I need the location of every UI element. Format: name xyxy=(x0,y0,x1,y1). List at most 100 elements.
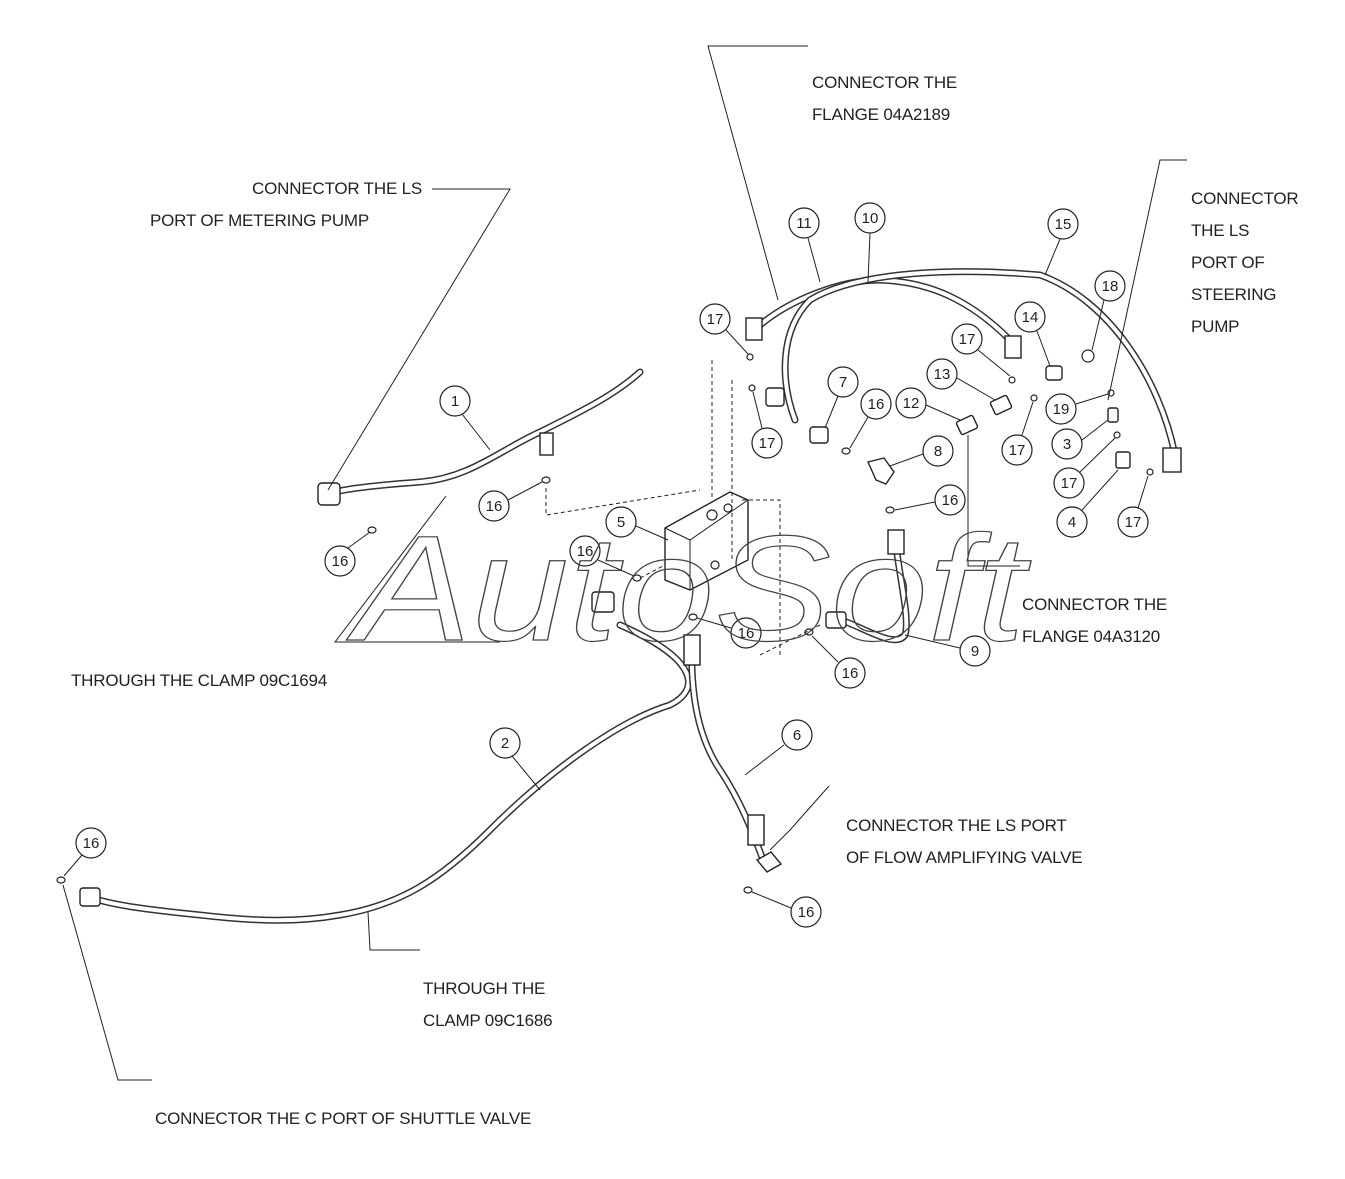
svg-text:17: 17 xyxy=(1125,514,1142,531)
svg-text:15: 15 xyxy=(1055,216,1072,233)
balloon-9: 9 xyxy=(904,634,991,667)
svg-text:16: 16 xyxy=(577,543,594,560)
hose-15-end-fitting xyxy=(1162,447,1182,473)
balloon-17e: 17 xyxy=(1053,437,1116,499)
note-line: FLANGE 04A3120 xyxy=(1022,627,1161,646)
balloon-4: 4 xyxy=(1056,469,1119,538)
note-line: CONNECTOR THE xyxy=(812,73,958,92)
balloon-16a: 16 xyxy=(324,531,371,577)
ring-19 xyxy=(1107,389,1115,397)
note-ls-steering-pump: CONNECTOR THE LS PORT OF STEERING PUMP xyxy=(1191,183,1299,343)
svg-text:12: 12 xyxy=(903,395,920,412)
balloon-10: 10 xyxy=(854,202,886,283)
balloon-1: 1 xyxy=(439,385,491,451)
note-line: FLANGE 04A2189 xyxy=(812,105,951,124)
svg-text:17: 17 xyxy=(759,435,776,452)
svg-text:5: 5 xyxy=(617,514,625,531)
watermark: AutoSoft xyxy=(346,504,1032,672)
balloon-16e: 16 xyxy=(811,635,866,689)
note-line: STEERING xyxy=(1191,285,1277,304)
balloon-16i: 16 xyxy=(751,891,822,928)
leader-lines xyxy=(62,45,1187,1081)
note-ls-flow-amplifying: CONNECTOR THE LS PORT OF FLOW AMPLIFYING… xyxy=(846,810,1083,874)
note-clamp-09c1694: THROUGH THE CLAMP 09C1694 xyxy=(71,665,327,697)
svg-text:16: 16 xyxy=(83,835,100,852)
hose-6-bottom-fitting xyxy=(747,814,765,846)
note-line: OF FLOW AMPLIFYING VALVE xyxy=(846,848,1083,867)
note-line: THROUGH THE xyxy=(423,979,546,998)
fitting-4 xyxy=(1115,451,1131,469)
hose-6 xyxy=(683,634,783,873)
hose-2 xyxy=(79,591,692,924)
svg-text:4: 4 xyxy=(1068,514,1076,531)
balloon-19: 19 xyxy=(1045,393,1109,425)
note-line: PUMP xyxy=(1191,317,1240,336)
svg-text:16: 16 xyxy=(842,665,859,682)
svg-text:19: 19 xyxy=(1053,401,1070,418)
balloons: 1 2 3 4 5 6 7 8 9 10 11 12 13 14 15 16 1… xyxy=(63,202,1149,928)
note-c-port-shuttle: CONNECTOR THE C PORT OF SHUTTLE VALVE xyxy=(155,1103,531,1135)
hose-1-fitting xyxy=(317,482,341,506)
balloon-16g: 16 xyxy=(894,484,966,516)
svg-text:17: 17 xyxy=(1009,442,1026,459)
hose-9-elbow xyxy=(825,611,847,629)
note-line: THROUGH THE CLAMP 09C1694 xyxy=(71,671,328,690)
balloon-13: 13 xyxy=(926,358,996,401)
hose-6-elbow xyxy=(755,851,783,873)
assembly-paths xyxy=(545,360,821,656)
hose-6-top-fitting xyxy=(683,634,701,666)
note-line: PORT OF xyxy=(1191,253,1265,272)
svg-text:16: 16 xyxy=(942,492,959,509)
note-line: PORT OF METERING PUMP xyxy=(150,211,370,230)
svg-text:17: 17 xyxy=(959,331,976,348)
hose-2-end-fitting xyxy=(79,887,101,907)
balloon-16d: 16 xyxy=(696,617,762,649)
fitting-7 xyxy=(809,426,829,444)
note-clamp-09c1686: THROUGH THE CLAMP 09C1686 xyxy=(423,973,553,1037)
balloon-16c: 16 xyxy=(569,535,635,577)
fitting-12 xyxy=(955,414,979,436)
balloon-3: 3 xyxy=(1051,419,1109,460)
svg-text:17: 17 xyxy=(1061,475,1078,492)
svg-text:16: 16 xyxy=(332,553,349,570)
svg-text:13: 13 xyxy=(934,366,951,383)
svg-text:3: 3 xyxy=(1063,436,1071,453)
note-flange-04a2189: CONNECTOR THE FLANGE 04A2189 xyxy=(812,67,957,131)
svg-text:17: 17 xyxy=(707,311,724,328)
note-line: CLAMP 09C1686 xyxy=(423,1011,553,1030)
note-line: CONNECTOR xyxy=(1191,189,1299,208)
fitting-3 xyxy=(1107,407,1119,423)
balloon-14: 14 xyxy=(1014,301,1051,367)
hose-9-top-fitting xyxy=(887,529,905,555)
fitting-13 xyxy=(989,394,1013,416)
balloon-12: 12 xyxy=(895,387,961,421)
svg-text:8: 8 xyxy=(934,443,942,460)
small-fittings xyxy=(809,349,1131,485)
balloon-7: 7 xyxy=(824,366,859,429)
ring-18 xyxy=(1081,349,1095,363)
svg-text:18: 18 xyxy=(1102,278,1119,295)
svg-text:16: 16 xyxy=(486,498,503,515)
balloon-17b: 17 xyxy=(751,391,783,459)
balloon-6: 6 xyxy=(744,719,813,776)
balloon-11: 11 xyxy=(788,207,821,283)
balloon-15: 15 xyxy=(1044,208,1079,276)
hose-1 xyxy=(317,368,644,506)
svg-text:1: 1 xyxy=(451,393,459,410)
svg-text:10: 10 xyxy=(862,210,879,227)
svg-text:16: 16 xyxy=(738,625,755,642)
note-line: CONNECTOR THE xyxy=(1022,595,1168,614)
balloon-2: 2 xyxy=(489,727,541,791)
svg-text:6: 6 xyxy=(793,727,801,744)
svg-text:16: 16 xyxy=(798,904,815,921)
balloon-16f: 16 xyxy=(849,388,892,449)
hose-1-tee xyxy=(539,432,554,456)
valve-block xyxy=(664,491,749,591)
balloon-5: 5 xyxy=(605,506,669,541)
hose-11-left-fitting xyxy=(745,317,763,341)
svg-text:2: 2 xyxy=(501,735,509,752)
svg-text:16: 16 xyxy=(868,396,885,413)
balloon-17f: 17 xyxy=(1117,475,1149,538)
note-line: CONNECTOR THE C PORT OF SHUTTLE VALVE xyxy=(155,1109,532,1128)
